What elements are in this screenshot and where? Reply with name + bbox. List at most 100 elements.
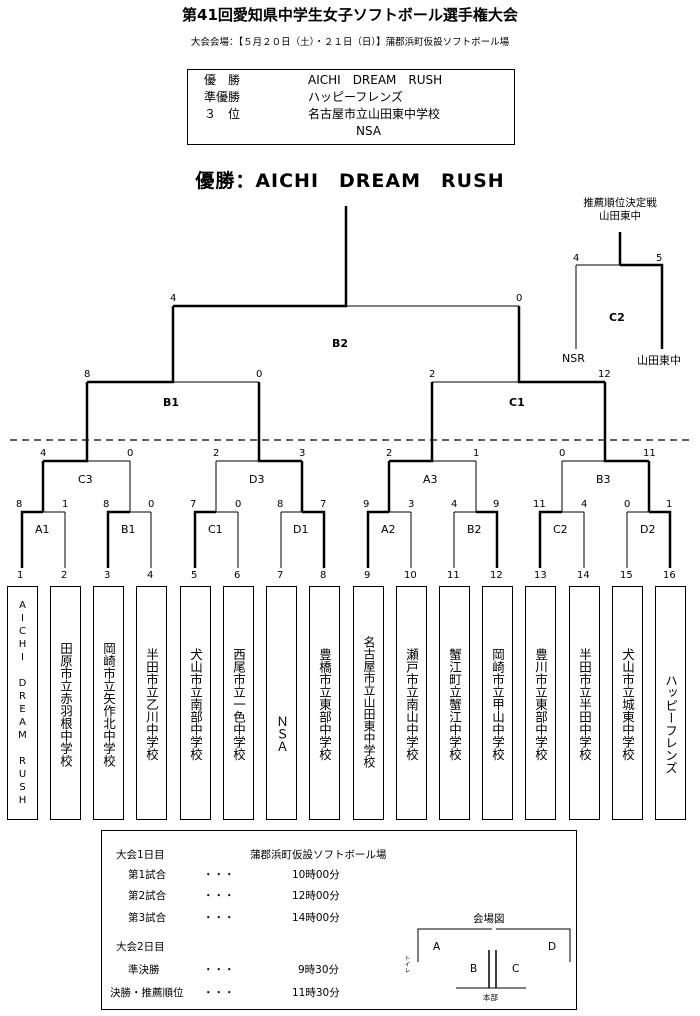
seed-number: 13 (534, 570, 547, 581)
team-box: ハッピーフレンズ (655, 586, 686, 820)
result-row: 優 勝 AICHI DREAM RUSH (188, 72, 514, 89)
seed-number: 6 (234, 570, 241, 581)
result-label: 優 勝 (204, 73, 241, 87)
score: 0 (516, 293, 523, 304)
team-box: AICHI DREAM RUSH (7, 586, 38, 820)
score: 7 (320, 499, 327, 510)
score: 0 (127, 448, 134, 459)
game-time: 14時00分 (292, 912, 340, 924)
hq-label: 本部 (483, 993, 498, 1002)
match-label-quarter: B3 (596, 473, 611, 486)
ranking-team-left: NSR (562, 352, 585, 365)
game-label: 第1試合 (128, 869, 167, 881)
score: 1 (62, 499, 69, 510)
score: 0 (624, 499, 631, 510)
schedule-venue: 蒲郡浜町仮設ソフトボール場 (250, 849, 387, 861)
score: 9 (363, 499, 370, 510)
score: 11 (533, 499, 546, 510)
dots: ・・・ (203, 869, 235, 881)
team-box: 瀬戸市立南山中学校 (396, 586, 427, 820)
team-box: 半田市立半田中学校 (569, 586, 600, 820)
team-name: 西尾市立一色中学校 (231, 647, 246, 761)
team-name: AICHI DREAM RUSH (17, 600, 28, 808)
team-box: 豊橋市立東部中学校 (309, 586, 340, 820)
team-name: 瀬戸市立南山中学校 (404, 647, 419, 761)
dots: ・・・ (203, 987, 235, 999)
seed-number: 8 (320, 570, 327, 581)
ranking-title-line: 推薦順位決定戦 (583, 197, 657, 209)
game-time: 11時30分 (292, 987, 340, 999)
result-value: NSA (356, 124, 382, 138)
seed-number: 5 (191, 570, 198, 581)
score: 3 (408, 499, 415, 510)
team-box: 半田市立乙川中学校 (136, 586, 167, 820)
team-box: 岡崎市立甲山中学校 (482, 586, 513, 820)
seed-number: 11 (447, 570, 460, 581)
seed-number: 3 (104, 570, 111, 581)
ranking-winner: 山田東中 (599, 210, 641, 222)
game-time: 10時00分 (292, 869, 340, 881)
dots: ・・・ (203, 964, 235, 976)
match-label-final: B2 (332, 337, 349, 350)
team-box: ＮＳＡ (266, 586, 297, 820)
score: 1 (666, 499, 673, 510)
game-label: 第3試合 (128, 912, 167, 924)
result-value: AICHI DREAM RUSH (308, 73, 443, 87)
result-row: NSA (188, 123, 514, 140)
ranking-team-right: 山田東中 (637, 354, 681, 367)
dots: ・・・ (203, 912, 235, 924)
score: 8 (277, 499, 284, 510)
field-label: B (470, 963, 478, 975)
score: 12 (598, 369, 611, 380)
team-box: 犬山市立南部中学校 (180, 586, 211, 820)
match-label-quarter: C3 (78, 473, 93, 486)
score: 4 (170, 293, 177, 304)
score: 2 (386, 448, 393, 459)
team-box: 西尾市立一色中学校 (223, 586, 254, 820)
team-name: 岡崎市立矢作北中学校 (101, 641, 116, 767)
result-value: 名古屋市立山田東中学校 (308, 107, 441, 121)
champion-banner: 優勝：AICHI DREAM RUSH (195, 170, 505, 192)
team-name: 犬山市立南部中学校 (188, 647, 203, 761)
score: 1 (473, 448, 480, 459)
score: 8 (103, 499, 110, 510)
score: 0 (256, 369, 263, 380)
team-box: 蟹江町立蟹江中学校 (439, 586, 470, 820)
match-label-first: C1 (208, 523, 223, 536)
score: 7 (190, 499, 197, 510)
game-time: 12時00分 (292, 890, 340, 902)
seed-number: 4 (147, 570, 154, 581)
seed-number: 7 (277, 570, 284, 581)
match-label-first: B2 (467, 523, 482, 536)
result-label: 準優勝 (204, 90, 241, 104)
match-label-first: A2 (381, 523, 396, 536)
team-box: 田原市立赤羽根中学校 (50, 586, 81, 820)
match-label-rank: C2 (609, 311, 625, 324)
team-name: 半田市立半田中学校 (577, 647, 592, 761)
game-time: 9時30分 (298, 964, 340, 976)
result-label: ３ 位 (204, 107, 241, 121)
results-box: 優 勝 AICHI DREAM RUSH 準優勝 ハッピーフレンズ ３ 位 名古… (187, 69, 515, 145)
map-title: 会場図 (473, 913, 505, 925)
score: 0 (148, 499, 155, 510)
team-name: 名古屋市立山田東中学校 (362, 636, 376, 768)
score: 0 (559, 448, 566, 459)
score: 11 (643, 448, 656, 459)
game-label: 第2試合 (128, 890, 167, 902)
team-box: 犬山市立城東中学校 (612, 586, 643, 820)
seed-number: 1 (17, 570, 24, 581)
ranking-title: 推薦順位決定戦 山田東中 (560, 197, 680, 223)
score: 8 (16, 499, 23, 510)
match-label-first: B1 (121, 523, 136, 536)
seed-number: 16 (663, 570, 676, 581)
schedule-box: 大会1日目 蒲郡浜町仮設ソフトボール場 第1試合 ・・・ 10時00分 第2試合… (101, 830, 577, 1010)
seed-number: 2 (61, 570, 68, 581)
field-label: D (548, 941, 557, 953)
score: 4 (40, 448, 47, 459)
team-box: 岡崎市立矢作北中学校 (93, 586, 124, 820)
team-name: 豊川市立東部中学校 (533, 647, 548, 761)
score: 8 (84, 369, 91, 380)
score: 2 (213, 448, 220, 459)
match-label-first: C2 (553, 523, 568, 536)
seed-number: 15 (620, 570, 633, 581)
